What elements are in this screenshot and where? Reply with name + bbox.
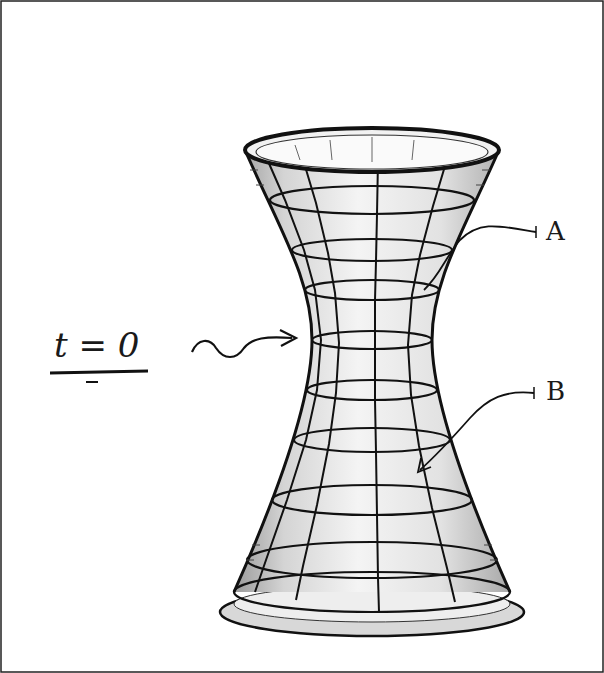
point-label: B — [546, 378, 565, 404]
point-label: A — [546, 218, 565, 244]
time-label: t = 0 — [54, 328, 139, 362]
